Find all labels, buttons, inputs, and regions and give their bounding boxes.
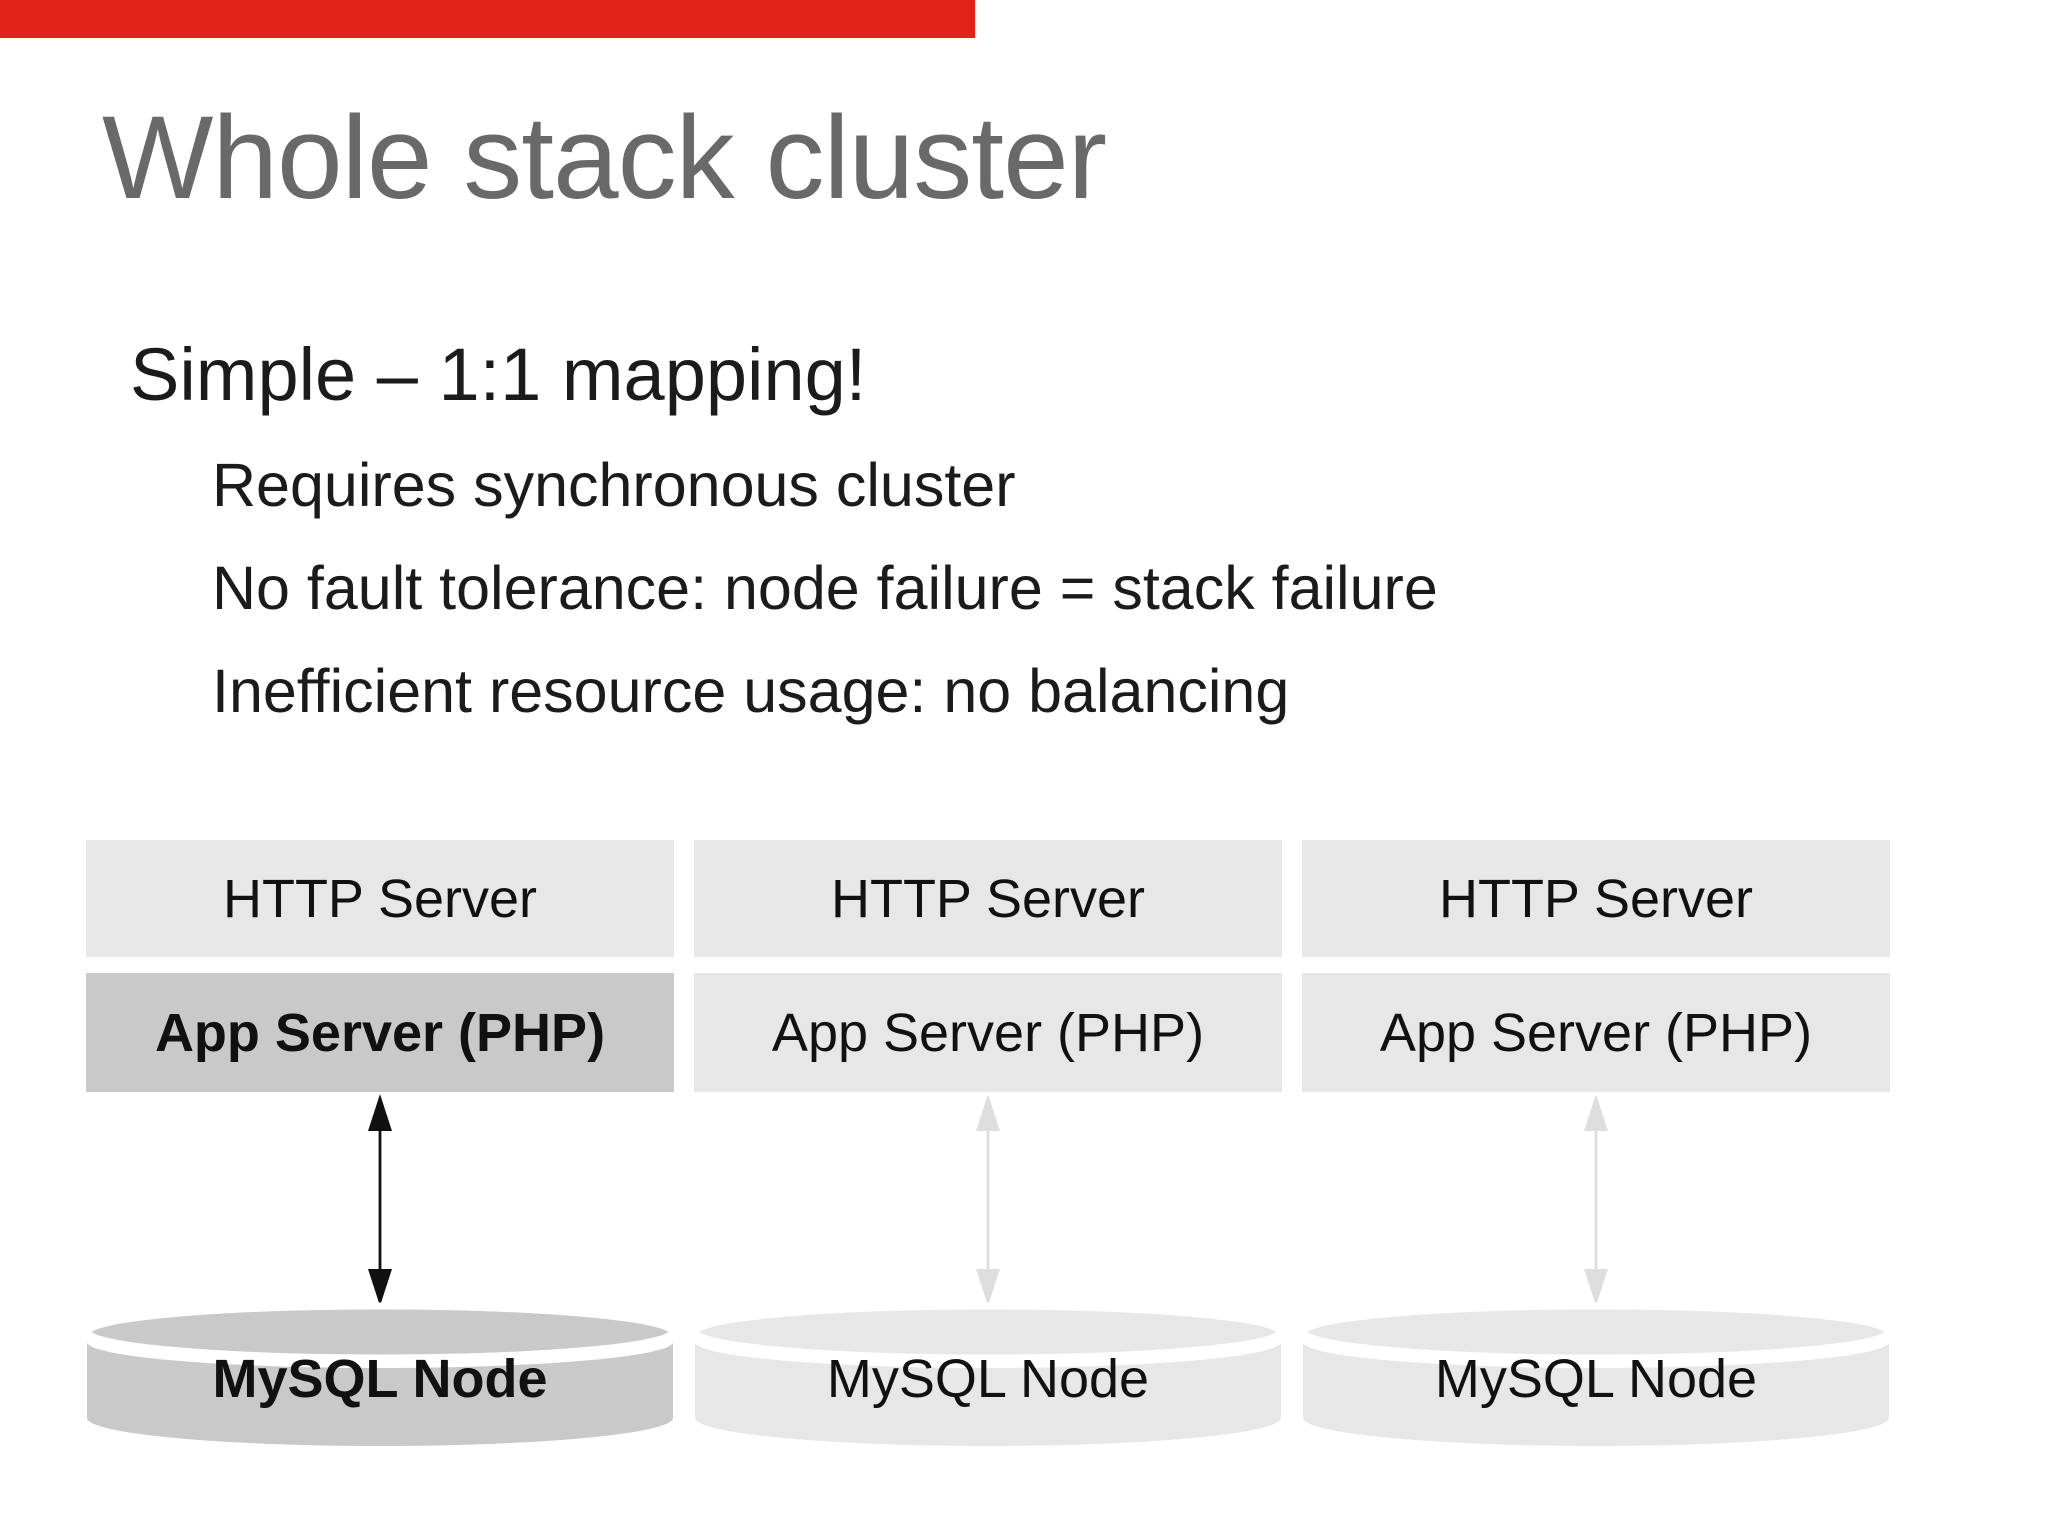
slide-title: Whole stack cluster (102, 92, 1107, 224)
mysql-node-label-wrap: MySQL Node (86, 1340, 674, 1418)
http-server-label: HTTP Server (830, 868, 1146, 929)
mysql-node-label-wrap: MySQL Node (1302, 1340, 1890, 1418)
bullet-no-fault-tolerance: No fault tolerance: node failure = stack… (212, 554, 1438, 622)
http-server-box: HTTP Server (86, 840, 674, 957)
mysql-node-label: MySQL Node (826, 1349, 1150, 1409)
app-server-box: App Server (PHP) (86, 973, 674, 1092)
accent-bar (0, 0, 975, 38)
mysql-node-cylinder (694, 1302, 1282, 1446)
headline: Simple – 1:1 mapping! (130, 333, 867, 416)
double-arrow-icon (976, 1094, 1000, 1306)
http-server-box: HTTP Server (694, 840, 1282, 957)
double-arrow-icon (368, 1094, 392, 1306)
mysql-node-label-wrap: MySQL Node (694, 1340, 1282, 1418)
bullet-requires-synchronous-cluster: Requires synchronous cluster (212, 451, 1016, 519)
app-server-label: App Server (PHP) (771, 1002, 1205, 1063)
mysql-node-cylinder (1302, 1302, 1890, 1446)
app-server-box: App Server (PHP) (694, 973, 1282, 1092)
app-server-label: App Server (PHP) (154, 1002, 606, 1063)
app-server-box: App Server (PHP) (1302, 973, 1890, 1092)
double-arrow-icon (1584, 1094, 1608, 1306)
mysql-node-label: MySQL Node (212, 1349, 548, 1409)
stack-column-3: HTTP Server App Server (PHP) MySQL Node (1302, 840, 1890, 1460)
http-server-label: HTTP Server (222, 868, 538, 929)
mysql-node-cylinder (86, 1302, 674, 1446)
stack-column-2: HTTP Server App Server (PHP) MySQL Node (694, 840, 1282, 1460)
bullet-inefficient-resource-usage: Inefficient resource usage: no balancing (212, 657, 1290, 725)
http-server-label: HTTP Server (1438, 868, 1754, 929)
mysql-node-label: MySQL Node (1434, 1349, 1758, 1409)
stack-column-1: HTTP Server App Server (PHP) MySQL Node (86, 840, 674, 1460)
app-server-label: App Server (PHP) (1379, 1002, 1813, 1063)
http-server-box: HTTP Server (1302, 840, 1890, 957)
